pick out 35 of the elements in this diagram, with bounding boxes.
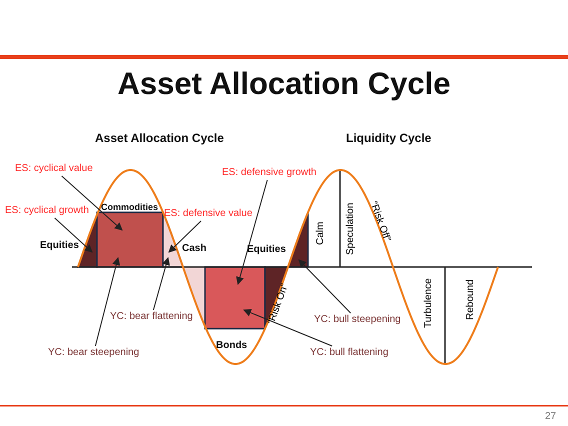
leader-arrow: [54, 218, 93, 253]
callout-text: YC: bear flattening: [110, 311, 193, 323]
callout-text: YC: bull flattening: [310, 347, 388, 359]
callout-text: ES: cyclical value: [15, 163, 93, 175]
phase-label: “Risk Off”: [366, 200, 392, 244]
asset-label: Cash: [182, 243, 206, 255]
leader-arrow: [298, 259, 352, 314]
leader-arrow: [61, 176, 123, 231]
leader-arrow: [168, 220, 202, 253]
phase-label: Speculation: [345, 202, 357, 255]
asset-label: Equities: [40, 240, 79, 252]
asset-label: Bonds: [216, 340, 248, 352]
asset-label: Commodities: [101, 201, 158, 213]
phase-label: Turbulence: [423, 278, 435, 328]
callout-text: ES: defensive growth: [222, 167, 316, 179]
leader-arrow: [94, 257, 120, 346]
callout-text: YC: bull steepening: [314, 314, 401, 326]
title: Asset Allocation Cycle: [116, 66, 452, 102]
section-heading: Liquidity Cycle: [346, 131, 432, 146]
phase-label: “Risk On”: [266, 282, 292, 326]
phase-label: Rebound: [465, 279, 477, 320]
callout-text: ES: defensive value: [164, 208, 252, 220]
shaded-triangle: [264, 266, 290, 330]
page-number: 27: [545, 411, 556, 423]
section-heading: Asset Allocation Cycle: [95, 131, 224, 146]
asset-label: Equities: [247, 244, 286, 256]
leader-arrow: [236, 180, 268, 285]
leader-arrow: [152, 257, 170, 310]
leader-arrow: [243, 308, 333, 346]
shaded-box: [204, 266, 266, 330]
shaded-box: [96, 212, 164, 268]
phase-label: Calm: [315, 222, 327, 245]
callout-text: YC: bear steepening: [48, 347, 140, 359]
callout-text: ES: cyclical growth: [5, 205, 89, 217]
shaded-triangle: [286, 212, 309, 268]
